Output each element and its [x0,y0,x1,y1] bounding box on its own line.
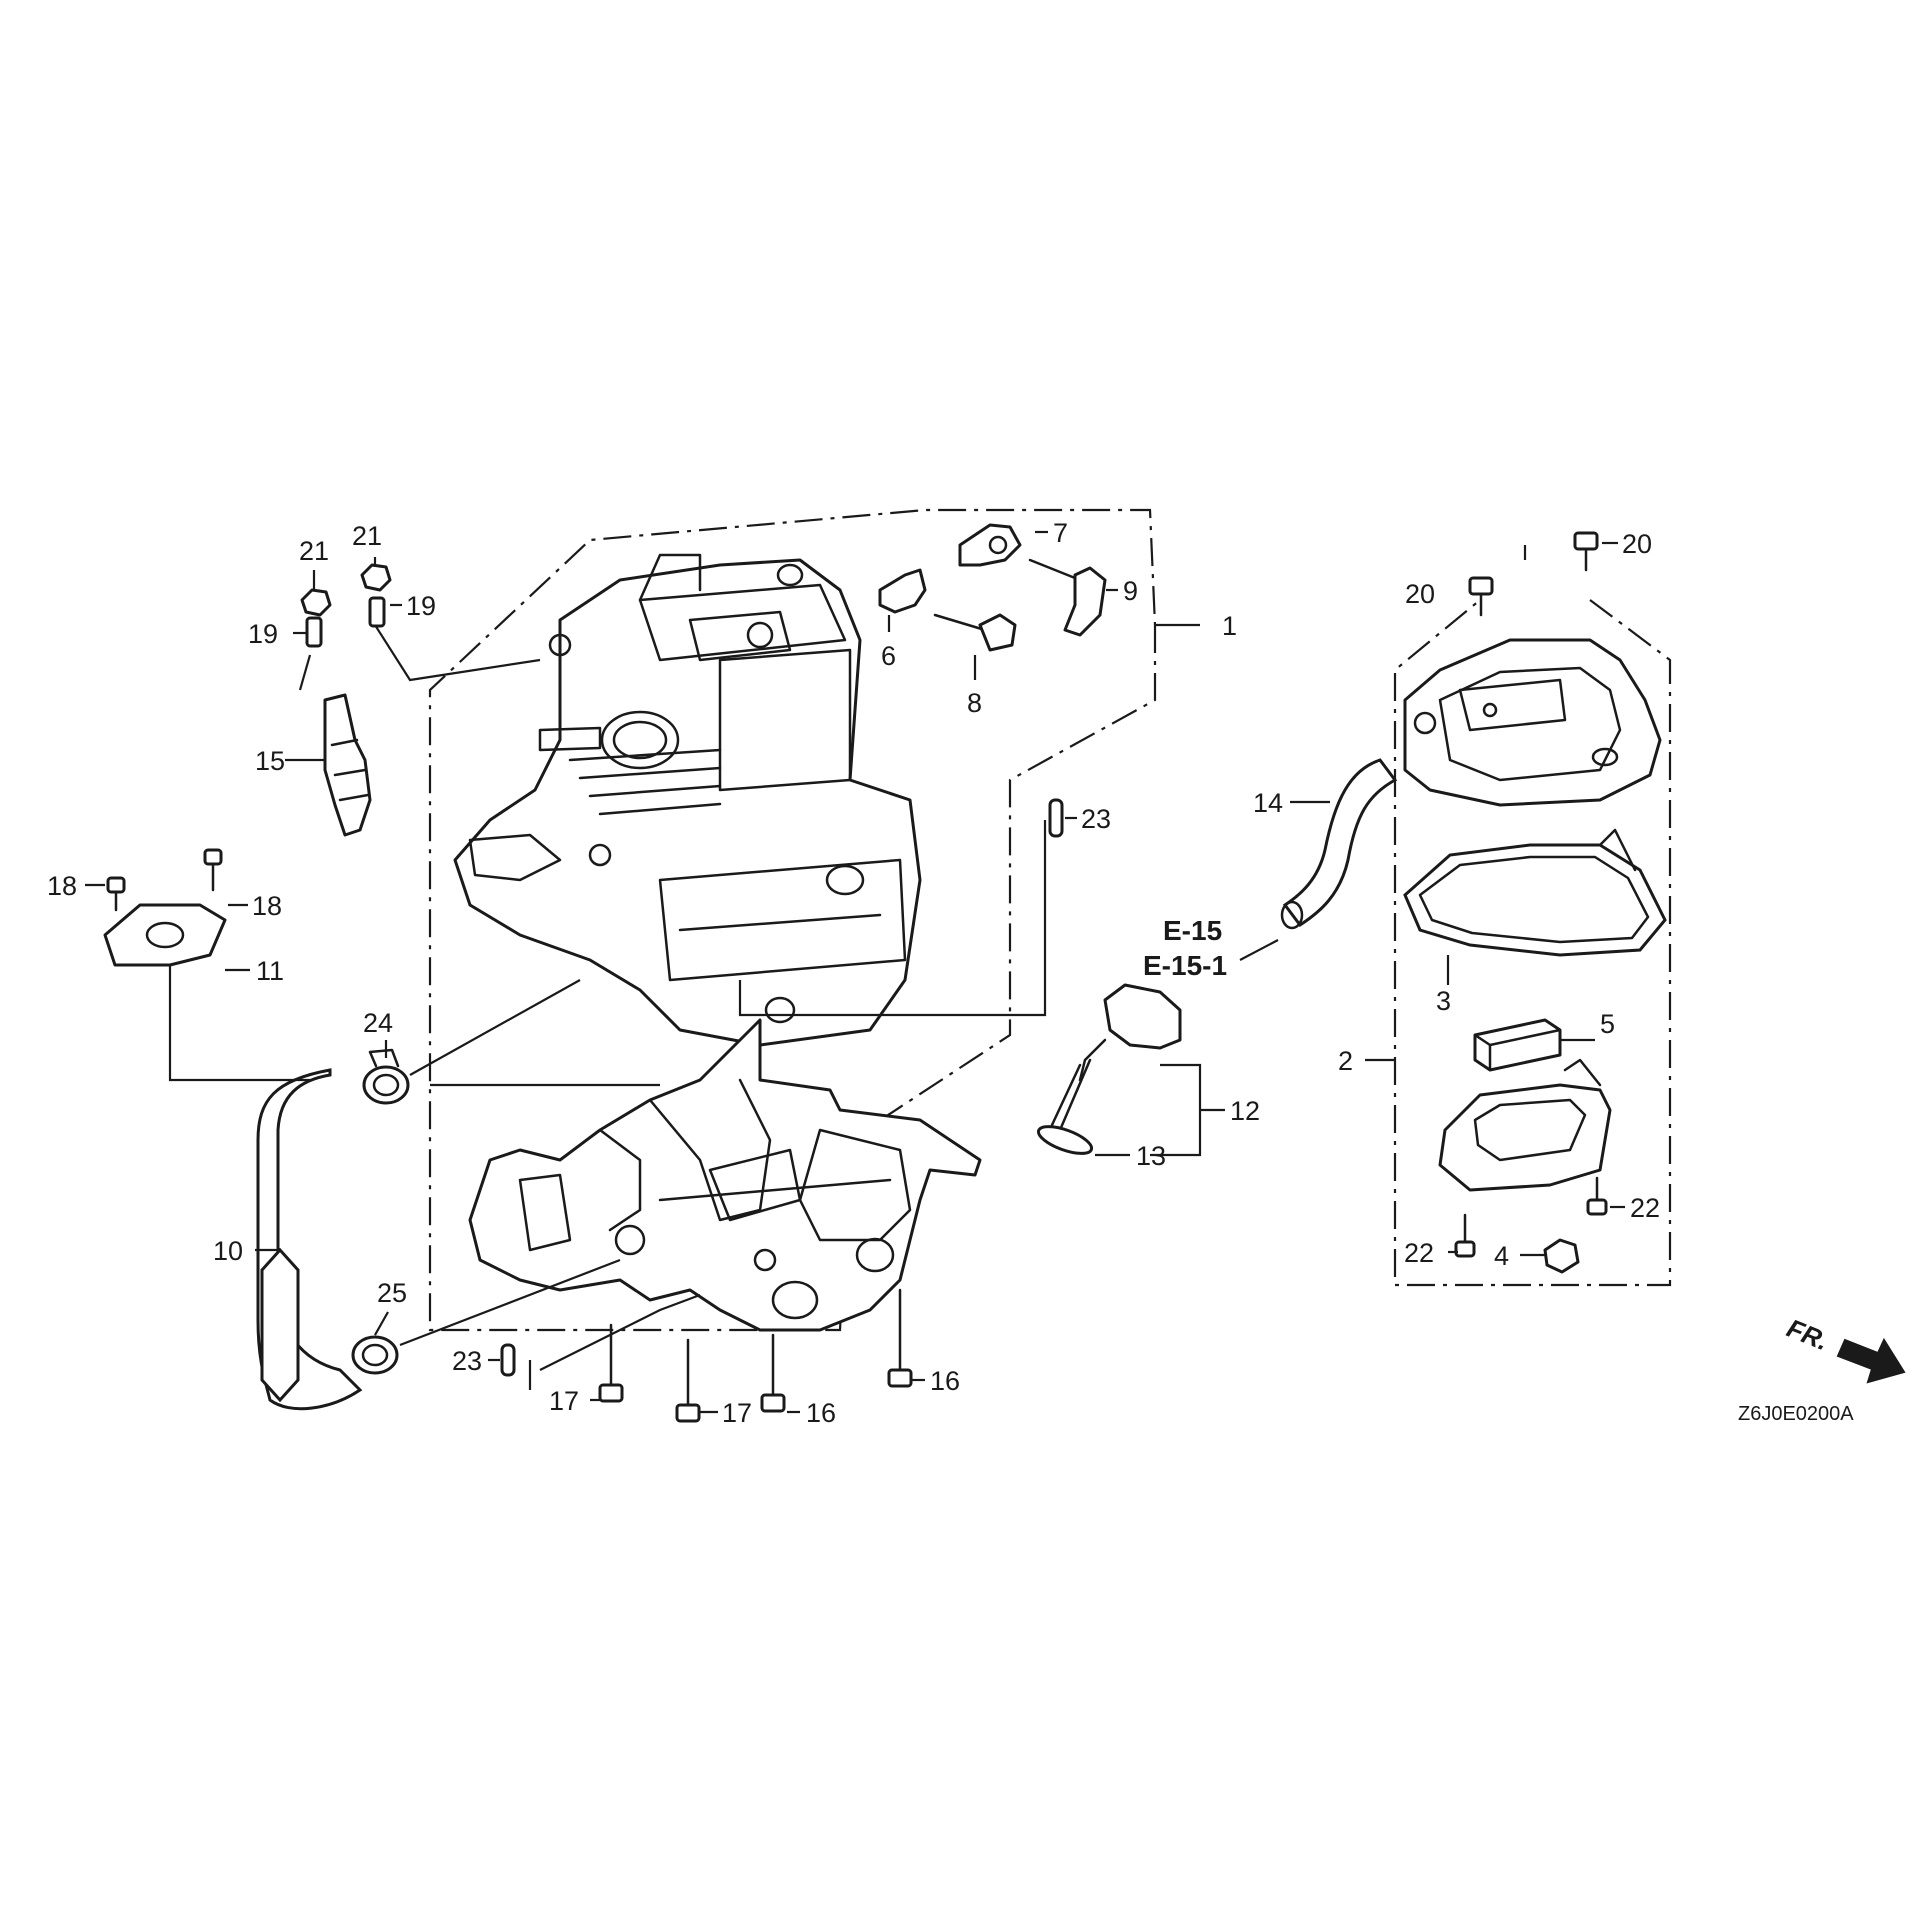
bolt-16-b [887,1288,913,1388]
spark-plug [323,693,372,837]
callout-3: 3 [1436,986,1451,1016]
bolt-17-b [675,1338,701,1423]
bracket-6 [878,568,927,614]
leader-lines [85,530,1625,1414]
callout-20-a: 20 [1405,579,1435,609]
front-direction-indicator: FR. [1783,1313,1906,1384]
stud-19-a [305,616,323,648]
stud-19-b [368,596,386,628]
bolt-18-a [106,876,126,912]
hose-clamp-24 [362,1048,410,1105]
callout-22-a: 22 [1404,1238,1434,1268]
hose-clamp-25 [351,1335,399,1375]
callout-1: 1 [1222,611,1237,641]
crankcase-lower [468,1018,982,1332]
callout-10: 10 [213,1236,243,1266]
callout-14: 14 [1253,788,1283,818]
callout-16-b: 16 [930,1366,960,1396]
breather-tube [1280,758,1398,930]
callout-8: 8 [967,688,982,718]
callout-6: 6 [881,641,896,671]
callout-21-a: 21 [299,536,329,566]
dowel-pin-23-a [1048,798,1064,838]
assembly-1-boundary [428,508,1200,1332]
bolt-8 [933,613,1017,652]
callout-19-b: 19 [406,591,436,621]
callout-13: 13 [1136,1141,1166,1171]
bolt-22-a [1454,1213,1476,1258]
bolt-9 [1028,558,1107,637]
head-cover-gasket [1403,828,1667,957]
head-cover [1403,638,1662,807]
callout-7: 7 [1053,518,1068,548]
callout-17-b: 17 [722,1398,752,1428]
front-label: FR. [1783,1313,1833,1357]
callout-labels: 1 2 3 4 5 6 7 8 9 10 11 12 13 14 15 16 1… [47,518,1660,1428]
callout-4: 4 [1494,1241,1509,1271]
bolt-18-b [203,848,223,892]
connecting-hose [256,1068,363,1411]
callout-18-a: 18 [47,871,77,901]
callout-5: 5 [1600,1009,1615,1039]
bolt-20-a [1468,576,1494,617]
oil-gauge [1050,983,1182,1132]
breather-seal [1473,1018,1562,1072]
bolt-17-a [598,1323,624,1403]
reference-e15: E-15 [1163,915,1222,946]
callout-23-b: 23 [452,1346,482,1376]
breather-plate [1438,1058,1612,1192]
o-ring [1036,1125,1094,1155]
nut-21-b [360,563,392,592]
cylinder-assembly [453,553,922,1047]
callout-17-a: 17 [549,1386,579,1416]
reference-e15-1: E-15-1 [1143,950,1227,981]
bracket-7 [958,523,1022,567]
callout-20-b: 20 [1622,529,1652,559]
bolt-22-b [1586,1176,1608,1216]
diagram-code: Z6J0E0200A [1738,1403,1854,1425]
assembly-2-boundary [1365,599,1672,1287]
callout-16-a: 16 [806,1398,836,1428]
callout-12: 12 [1230,1096,1260,1126]
callout-18-b: 18 [252,891,282,921]
callout-19-a: 19 [248,619,278,649]
callout-2: 2 [1338,1046,1353,1076]
breather-nut [1543,1238,1580,1274]
callout-9: 9 [1123,576,1138,606]
front-arrow-icon [1836,1337,1906,1384]
dowel-pin-23-b [500,1343,516,1377]
bolt-16-a [760,1333,786,1413]
nut-21-a [300,588,332,617]
callout-22-b: 22 [1630,1193,1660,1223]
callout-24: 24 [363,1008,393,1038]
callout-23-a: 23 [1081,804,1111,834]
callout-15: 15 [255,746,285,776]
bolt-20-b [1573,531,1599,572]
callout-25: 25 [377,1278,407,1308]
callout-21-b: 21 [352,521,382,551]
callout-11: 11 [256,956,284,986]
intake-plate [103,903,227,967]
